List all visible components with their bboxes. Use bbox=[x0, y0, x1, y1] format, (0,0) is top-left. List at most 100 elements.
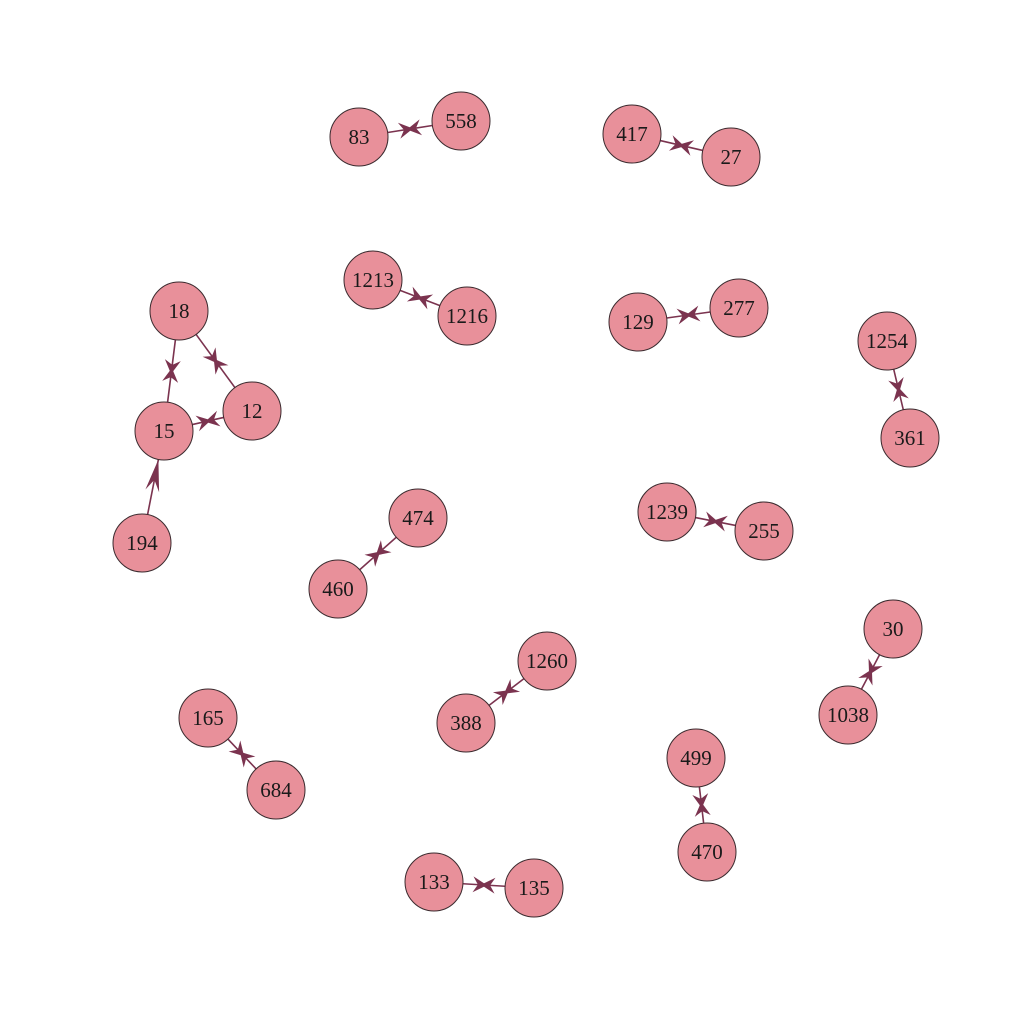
arrowhead bbox=[406, 286, 423, 302]
node-label: 1216 bbox=[446, 304, 488, 328]
arrowhead bbox=[397, 122, 413, 139]
node-circle bbox=[343, 250, 403, 310]
node-1216: 1216 bbox=[437, 286, 497, 346]
node-133: 133 bbox=[404, 852, 464, 912]
edge-15-18 bbox=[162, 339, 181, 403]
arrowhead bbox=[868, 658, 883, 675]
node-label: 15 bbox=[154, 419, 175, 443]
node-circle bbox=[246, 760, 306, 820]
node-circle bbox=[734, 501, 794, 561]
node-circle bbox=[329, 107, 389, 167]
node-circle bbox=[222, 381, 282, 441]
arrowhead bbox=[202, 347, 218, 364]
node-1213: 1213 bbox=[343, 250, 403, 310]
node-558: 558 bbox=[431, 91, 491, 151]
node-277: 277 bbox=[709, 278, 769, 338]
arrowhead bbox=[472, 876, 487, 893]
node-135: 135 bbox=[504, 858, 564, 918]
node-label: 470 bbox=[691, 840, 723, 864]
edge-1254-361 bbox=[888, 369, 909, 410]
arrowhead bbox=[893, 386, 909, 402]
node-1038: 1038 bbox=[818, 685, 878, 745]
node-label: 388 bbox=[450, 711, 482, 735]
arrowhead bbox=[213, 358, 229, 375]
node-165: 165 bbox=[178, 688, 238, 748]
edge-499-470 bbox=[692, 786, 711, 824]
node-label: 165 bbox=[192, 706, 224, 730]
node-label: 460 bbox=[322, 577, 354, 601]
node-circle bbox=[709, 278, 769, 338]
arrowhead bbox=[364, 551, 381, 567]
node-1260: 1260 bbox=[517, 631, 577, 691]
arrowhead bbox=[162, 368, 179, 383]
node-label: 361 bbox=[894, 426, 926, 450]
node-label: 1213 bbox=[352, 268, 394, 292]
node-circle bbox=[308, 559, 368, 619]
node-circle bbox=[517, 631, 577, 691]
node-1254: 1254 bbox=[857, 311, 917, 371]
node-label: 1038 bbox=[827, 703, 869, 727]
node-15: 15 bbox=[134, 401, 194, 461]
node-417: 417 bbox=[602, 104, 662, 164]
node-circle bbox=[863, 599, 923, 659]
node-label: 135 bbox=[518, 876, 550, 900]
node-label: 1260 bbox=[526, 649, 568, 673]
node-499: 499 bbox=[666, 728, 726, 788]
node-1239: 1239 bbox=[637, 482, 697, 542]
node-circle bbox=[112, 513, 172, 573]
node-circle bbox=[504, 858, 564, 918]
edge-1213-1216 bbox=[399, 286, 441, 310]
node-label: 12 bbox=[242, 399, 263, 423]
node-83: 83 bbox=[329, 107, 389, 167]
node-label: 474 bbox=[402, 506, 434, 530]
node-474: 474 bbox=[388, 488, 448, 548]
node-label: 277 bbox=[723, 296, 755, 320]
arrowhead bbox=[145, 459, 160, 493]
node-circle bbox=[404, 852, 464, 912]
arrowhead bbox=[703, 511, 719, 528]
node-circle bbox=[818, 685, 878, 745]
arrowhead bbox=[676, 308, 692, 325]
node-label: 18 bbox=[169, 299, 190, 323]
node-30: 30 bbox=[863, 599, 923, 659]
node-circle bbox=[437, 286, 497, 346]
node-27: 27 bbox=[701, 127, 761, 187]
arrowhead bbox=[492, 690, 509, 705]
edge-1239-255 bbox=[695, 511, 736, 532]
edge-194-15 bbox=[145, 459, 160, 515]
node-circle bbox=[134, 401, 194, 461]
node-460: 460 bbox=[308, 559, 368, 619]
node-circle bbox=[149, 281, 209, 341]
node-circle bbox=[666, 728, 726, 788]
node-label: 684 bbox=[260, 778, 292, 802]
node-label: 133 bbox=[418, 870, 450, 894]
node-18: 18 bbox=[149, 281, 209, 341]
node-470: 470 bbox=[677, 822, 737, 882]
node-circle bbox=[701, 127, 761, 187]
node-label: 417 bbox=[616, 122, 648, 146]
edge-165-684 bbox=[227, 738, 257, 770]
edge-133-135 bbox=[462, 876, 506, 894]
arrowhead bbox=[228, 740, 245, 757]
edge-1038-30 bbox=[858, 654, 883, 690]
node-circle bbox=[608, 292, 668, 352]
node-255: 255 bbox=[734, 501, 794, 561]
arrowhead bbox=[205, 410, 221, 427]
node-label: 83 bbox=[349, 125, 370, 149]
node-label: 194 bbox=[126, 531, 158, 555]
arrowhead bbox=[685, 305, 701, 322]
node-circle bbox=[602, 104, 662, 164]
node-12: 12 bbox=[222, 381, 282, 441]
arrowhead bbox=[712, 515, 728, 532]
edges-layer bbox=[145, 119, 909, 894]
node-circle bbox=[431, 91, 491, 151]
node-circle bbox=[857, 311, 917, 371]
edge-83-558 bbox=[387, 119, 433, 139]
nodes-layer: 83 558 417 27 1213 1216 129 277 18 12 15 194 1254 361… bbox=[112, 91, 940, 918]
node-label: 499 bbox=[680, 746, 712, 770]
arrowhead bbox=[195, 415, 211, 432]
node-label: 129 bbox=[622, 310, 654, 334]
node-label: 1239 bbox=[646, 500, 688, 524]
edge-388-1260 bbox=[488, 677, 525, 707]
node-circle bbox=[880, 408, 940, 468]
